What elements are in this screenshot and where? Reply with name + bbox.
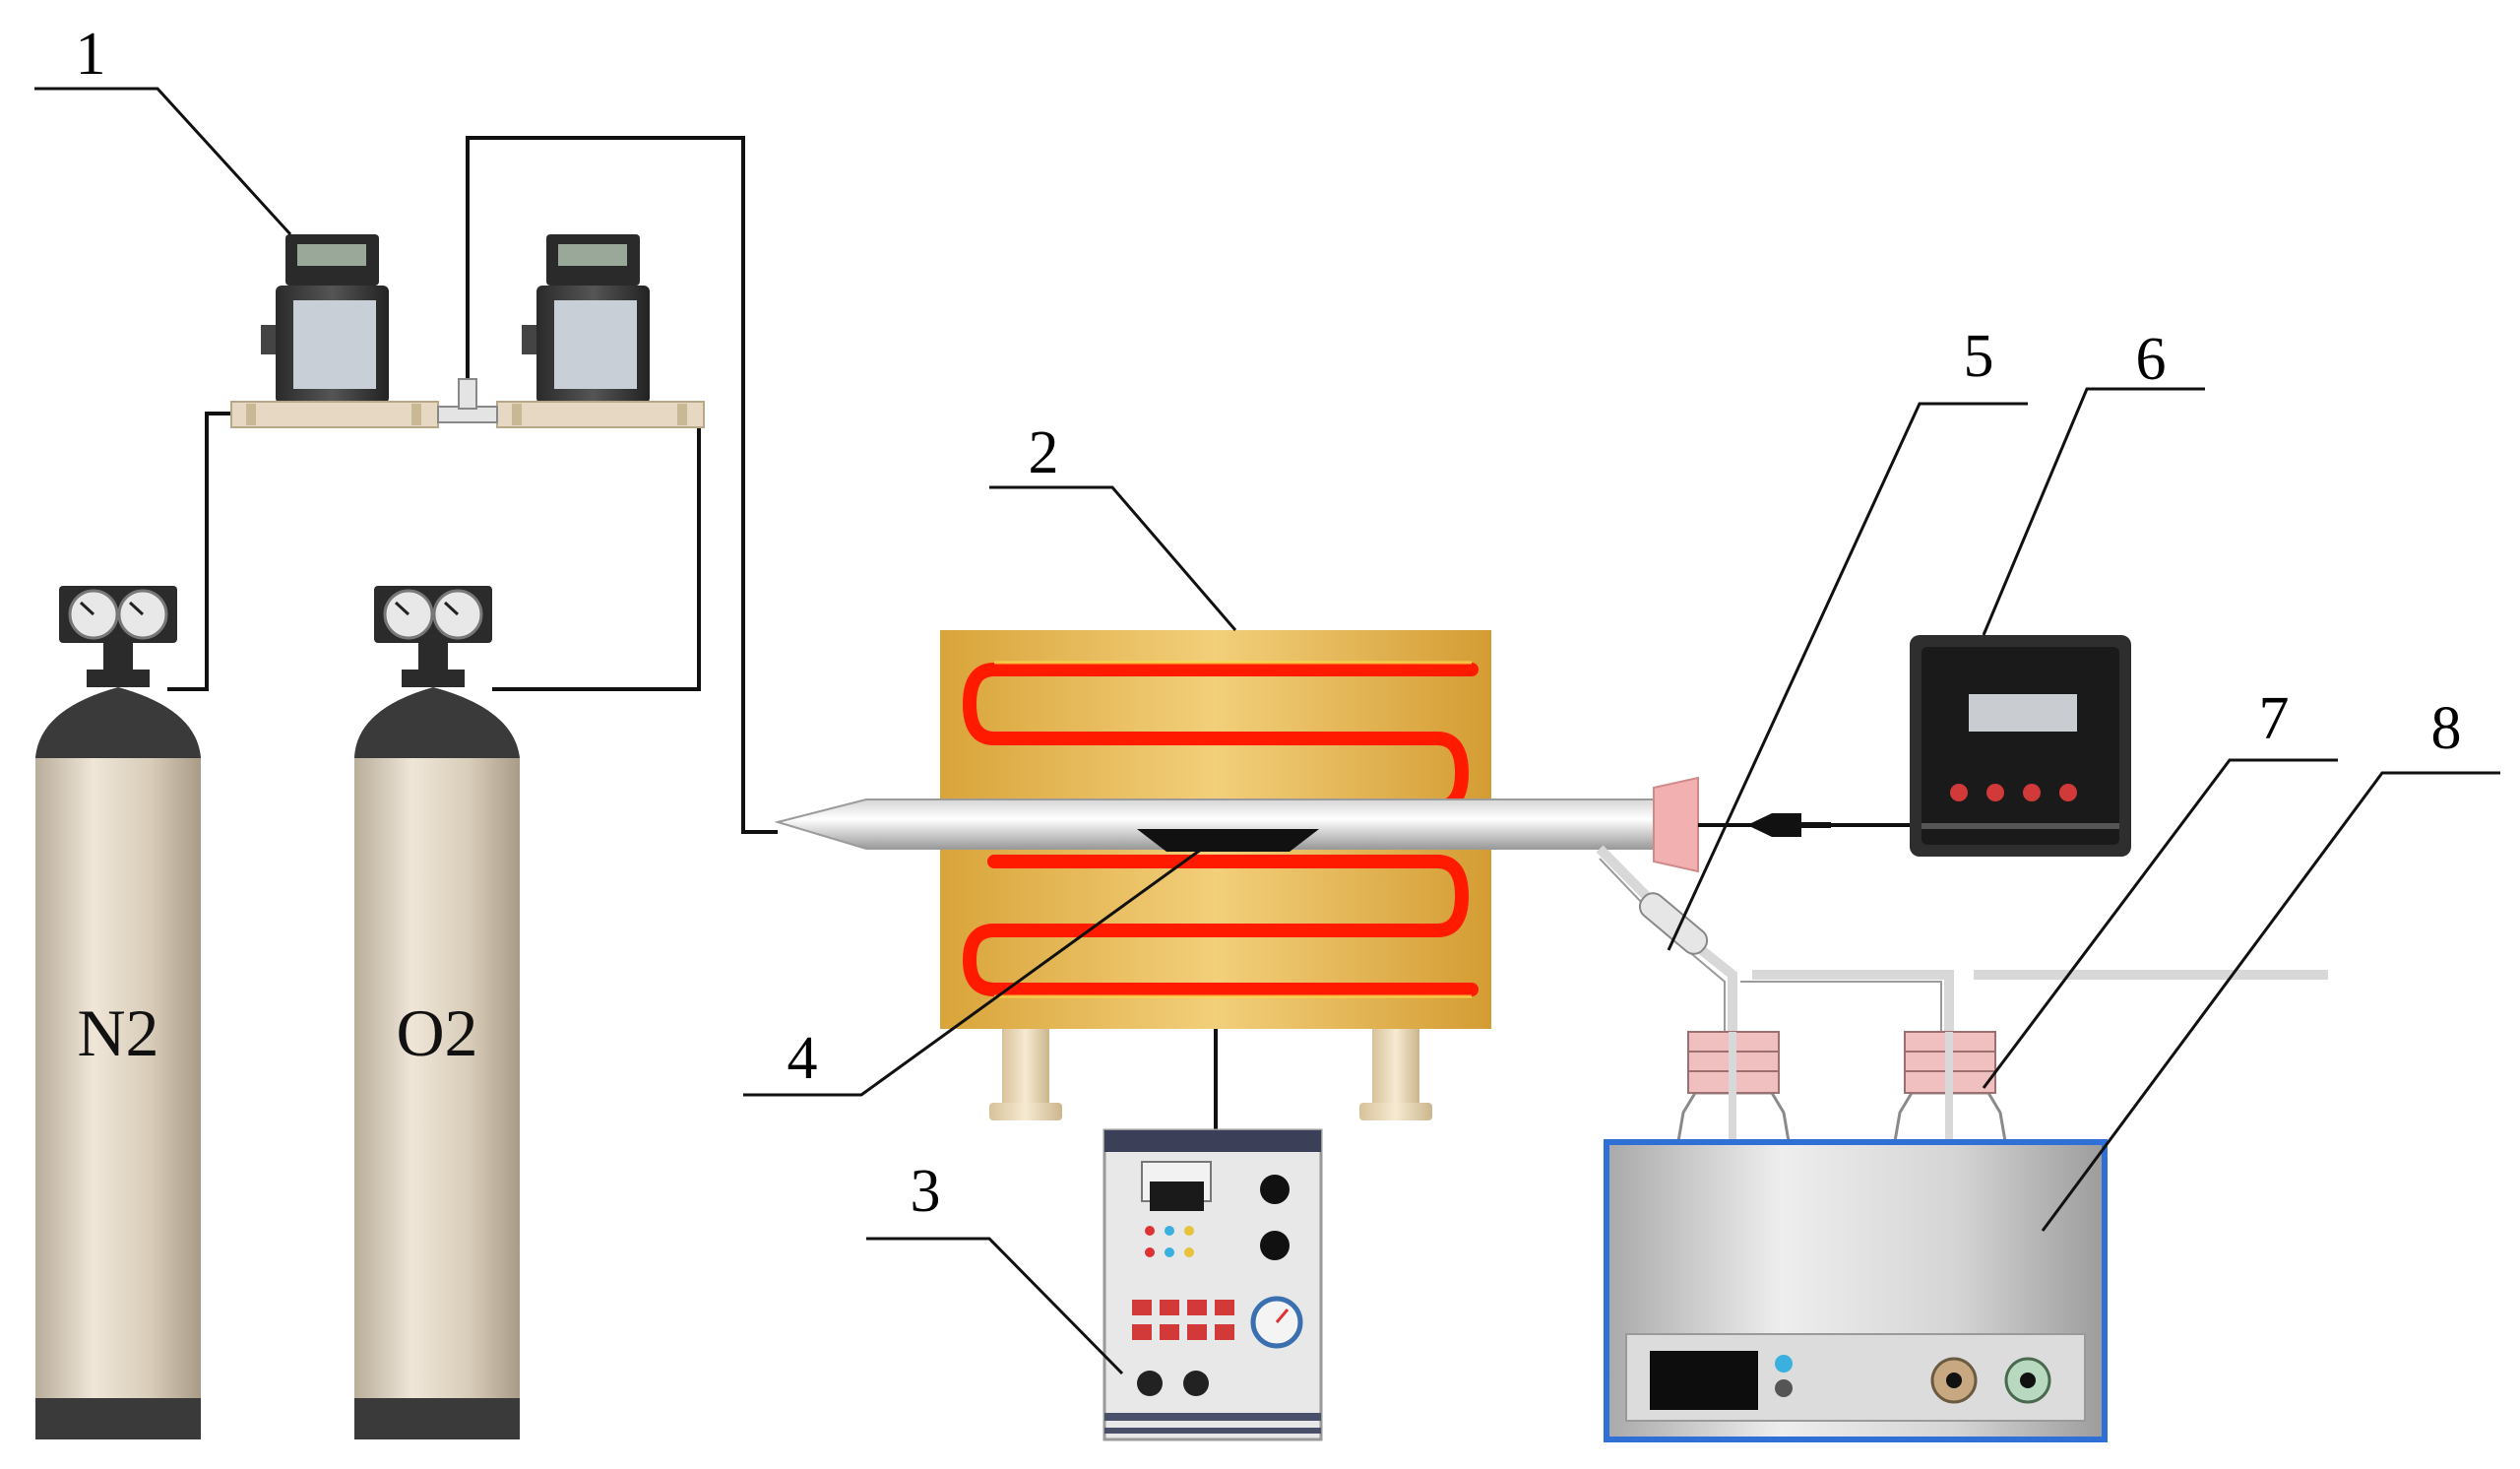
n2-cylinder: N2 — [35, 586, 201, 1439]
callout-3: 3 — [911, 1158, 941, 1225]
callout-6: 6 — [2136, 326, 2167, 393]
callout-4: 4 — [788, 1025, 818, 1092]
callout-7: 7 — [2259, 685, 2290, 752]
callout-2: 2 — [1029, 419, 1059, 486]
tube-stopper — [1653, 776, 1699, 873]
tee-connector — [437, 378, 498, 423]
cylinder-label-n2: N2 — [77, 995, 158, 1070]
cylinder-label-o2: O2 — [396, 995, 477, 1070]
o2-cylinder: O2 — [354, 586, 520, 1439]
water-bath — [1604, 1139, 2108, 1442]
leader-lines — [34, 87, 2500, 1375]
mass-flow-controller-right — [496, 234, 705, 428]
absorption-bottle-right — [1892, 1031, 2008, 1149]
heating-coil — [963, 663, 1479, 996]
callout-8: 8 — [2431, 695, 2462, 762]
sample-boat — [1137, 829, 1319, 852]
absorption-bottle-left — [1675, 1031, 1792, 1149]
quartz-tube — [774, 776, 1924, 873]
temperature-controller — [1102, 1128, 1323, 1441]
callout-1: 1 — [76, 21, 106, 88]
callout-5: 5 — [1964, 323, 1994, 390]
callout-numbers: 1 2 3 4 5 6 7 8 — [76, 21, 2462, 1225]
mass-flow-controller-left — [230, 234, 439, 428]
gas-analyzer-meter — [1910, 635, 2131, 857]
drying-tube — [1638, 892, 1709, 955]
